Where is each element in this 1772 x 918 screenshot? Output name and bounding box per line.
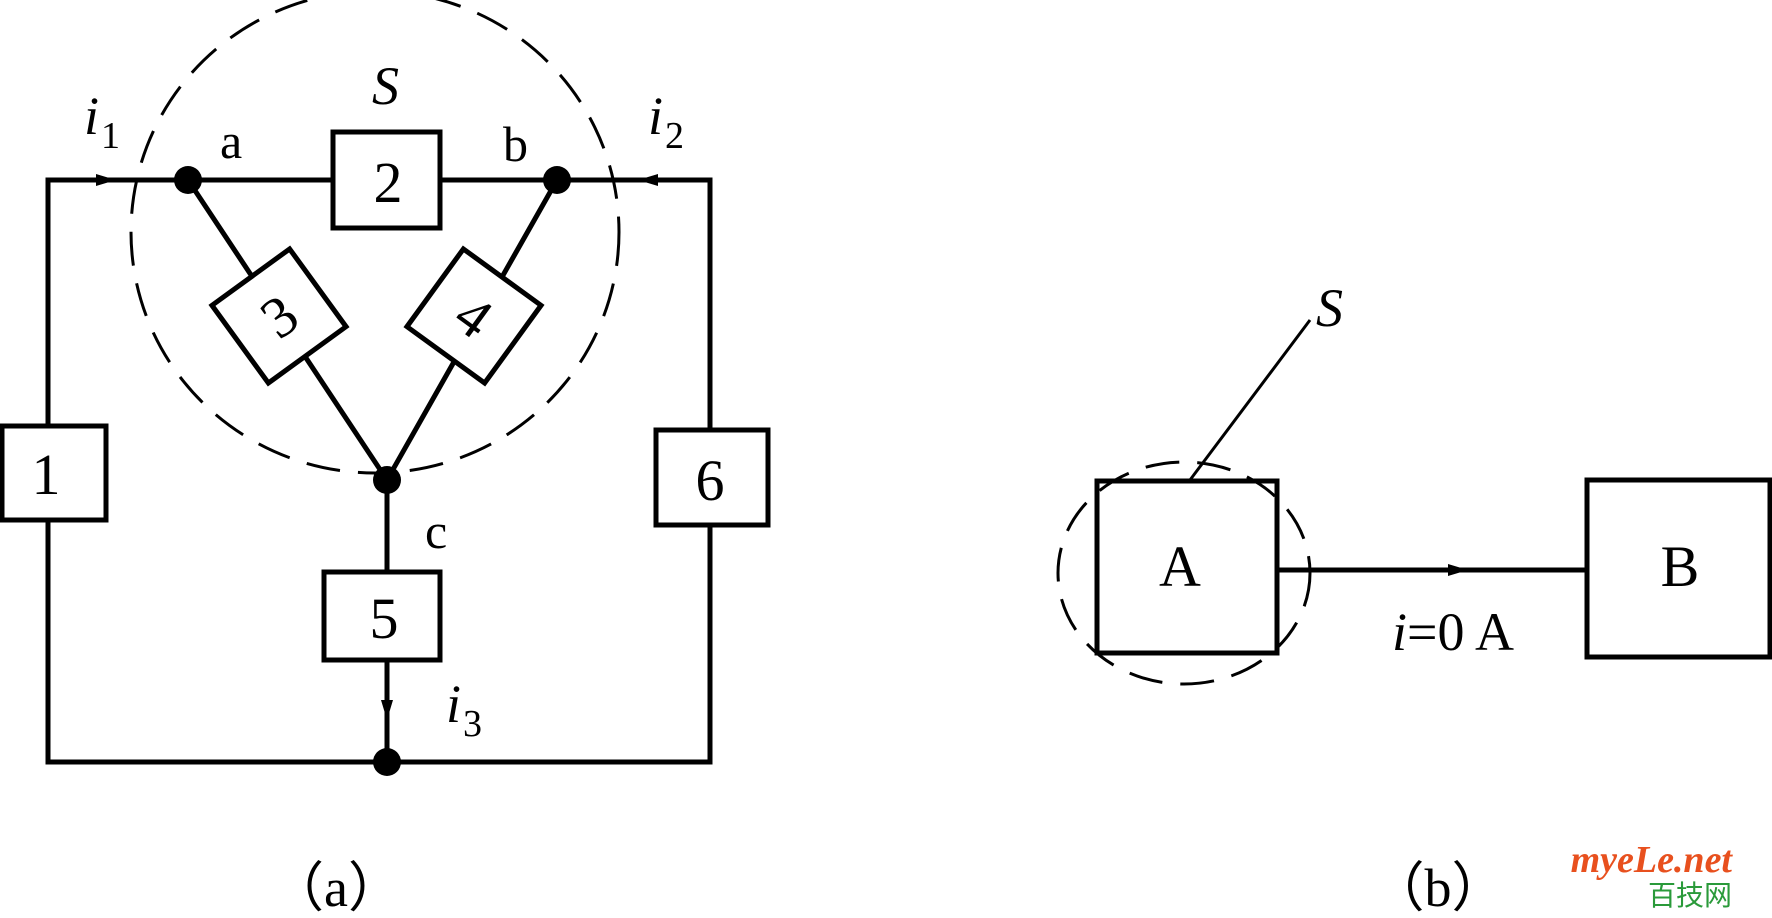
wire-top-left: [45, 177, 191, 429]
current-label-i3: i3: [446, 674, 482, 745]
element-5-label: 5: [370, 586, 399, 651]
element-1-label: 1: [32, 442, 61, 507]
diagram-b: S A B i=0 A （b）: [1056, 278, 1772, 918]
node-a-label: a: [220, 113, 242, 169]
surface-label-a: S: [372, 56, 399, 116]
node-c-label: c: [425, 503, 447, 559]
closed-surface-s-b: [1056, 460, 1312, 686]
box-a-label: A: [1159, 534, 1201, 599]
surface-leader-line: [1188, 319, 1312, 481]
node-a-dot: [174, 166, 202, 194]
node-b-dot: [543, 166, 571, 194]
element-3: 3: [208, 245, 350, 387]
current-label-i: i=0 A: [1392, 602, 1514, 662]
element-2: 2: [330, 129, 443, 231]
box-b: [1584, 477, 1772, 660]
element-4: 4: [403, 245, 545, 387]
node-b-label: b: [503, 116, 528, 172]
node-bottom-dot: [373, 748, 401, 776]
caption-a: （a）: [270, 858, 402, 918]
box-b-label: B: [1661, 534, 1700, 599]
surface-label-b: S: [1316, 278, 1343, 338]
element-2-label: 2: [374, 150, 403, 215]
watermark-cn: 百技网: [1648, 879, 1732, 912]
element-5: 5: [321, 569, 443, 663]
node-c-dot: [373, 466, 401, 494]
element-6: 6: [653, 427, 771, 528]
caption-b: （b）: [1371, 858, 1506, 918]
wire-top-right: [554, 177, 713, 433]
current-label-i1: i1: [84, 86, 120, 157]
current-label-i2: i2: [648, 86, 684, 157]
element-1: 1: [0, 423, 109, 523]
watermark-site: myeLe.net: [1571, 839, 1734, 881]
watermark: myeLe.net 百技网: [1571, 839, 1734, 912]
element-6-label: 6: [696, 448, 725, 513]
box-a: [1094, 478, 1280, 656]
diagram-a: 1 2 3 4 5 6 a b c S: [0, 0, 771, 918]
